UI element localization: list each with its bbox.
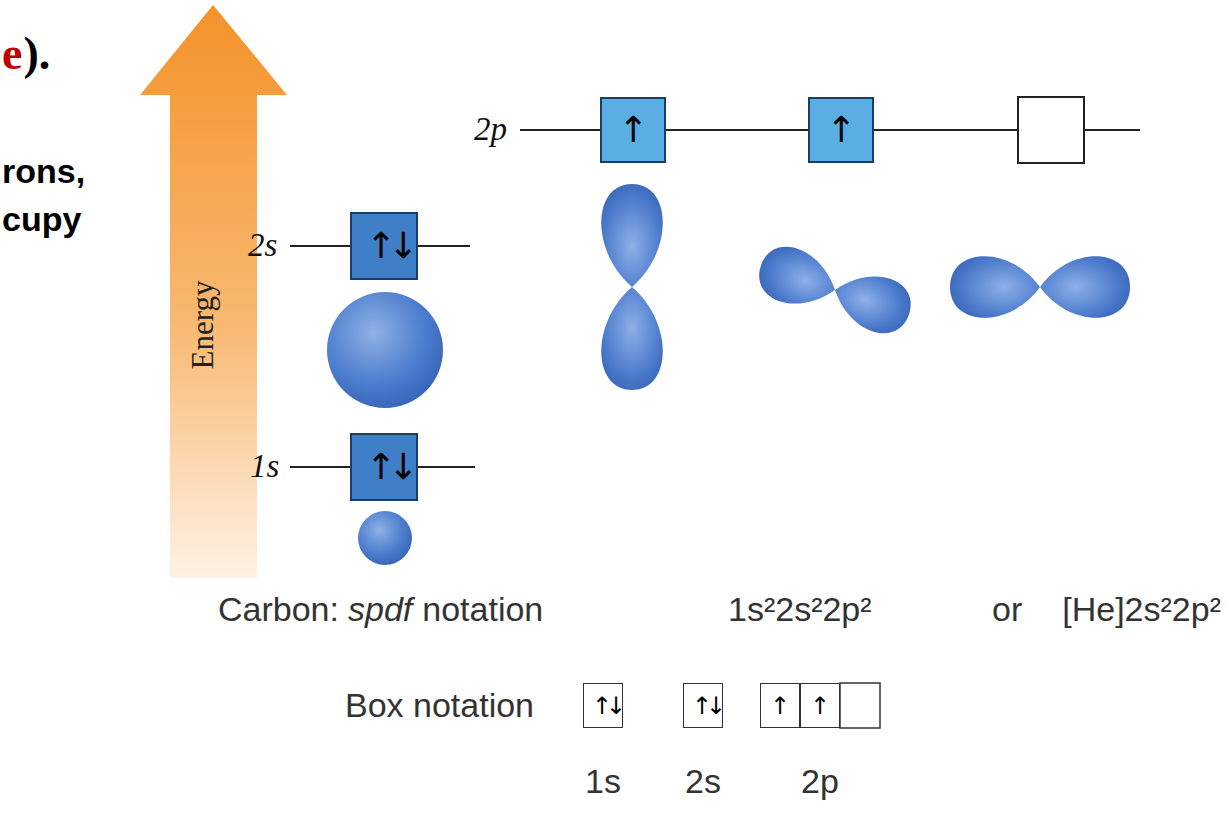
element-label: Carbon:	[218, 590, 339, 629]
orbital-box: ↑	[600, 97, 666, 163]
notation-label: Box notation	[345, 686, 534, 725]
orbital-box: ↑	[808, 97, 874, 163]
notation-box: ↑	[800, 683, 840, 728]
electron-configuration: 1s²2s²2p²	[728, 590, 872, 629]
electron-arrows: ↑	[770, 694, 790, 718]
notation-label: spdf	[348, 590, 412, 629]
empty-orbital-box	[840, 683, 880, 728]
empty-orbital-box	[1018, 97, 1084, 163]
p-orbital	[601, 184, 663, 390]
p-orbital	[752, 240, 918, 341]
notation-box: ↑↓	[683, 683, 723, 728]
orbital-box: ↑↓	[350, 212, 418, 280]
subshell-label: 2p	[801, 762, 839, 801]
electron-configuration: [He]2s²2p²	[1062, 590, 1221, 629]
body-fragment: cupy	[2, 200, 81, 239]
electron-arrows: ↑	[810, 694, 830, 718]
notation-box: ↑↓	[583, 683, 623, 728]
electron-arrows: ↑↓	[592, 694, 620, 718]
level-label: 1s	[250, 448, 279, 486]
notation-box: ↑	[760, 683, 800, 728]
electron-arrows: ↑↓	[366, 228, 410, 264]
s-orbital	[358, 511, 412, 565]
level-label: 2p	[474, 111, 507, 149]
connector-word: or	[992, 590, 1022, 629]
electron-arrows: ↑	[618, 112, 648, 148]
subshell-label: 1s	[585, 762, 621, 801]
electron-arrows: ↑↓	[692, 694, 720, 718]
notation-label: notation	[422, 590, 543, 629]
orbital-box: ↑↓	[350, 433, 418, 501]
p-orbital	[950, 256, 1130, 318]
electron-arrows: ↑↓	[366, 449, 410, 485]
energy-arrow	[140, 5, 287, 578]
body-fragment: rons,	[2, 152, 85, 191]
electron-arrows: ↑	[826, 112, 856, 148]
heading-fragment: e	[2, 28, 22, 81]
subshell-label: 2s	[685, 762, 721, 801]
s-orbital	[327, 292, 443, 408]
axis-label: Energy	[185, 281, 221, 370]
heading-fragment: ).	[23, 28, 50, 81]
level-label: 2s	[248, 227, 277, 265]
